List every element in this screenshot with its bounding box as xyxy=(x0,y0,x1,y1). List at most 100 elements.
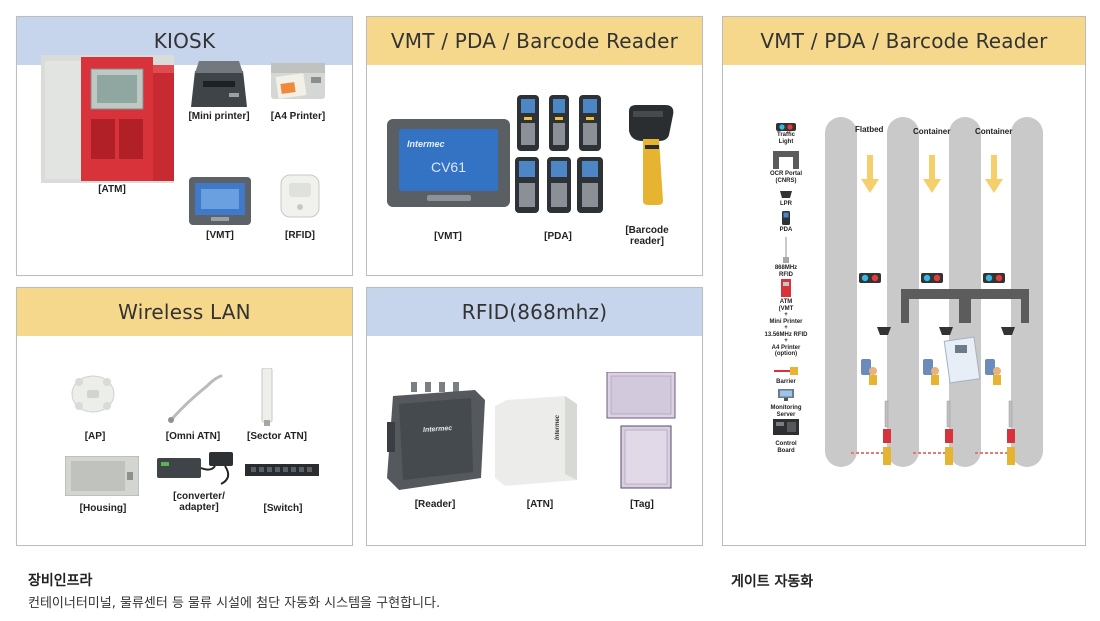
rfid-reader-image xyxy=(387,382,485,490)
legend-ocr-portal-line1: OCR Portal xyxy=(769,171,802,177)
vmt-brand-text: Intermec xyxy=(407,139,445,149)
gate-panel-title: VMT / PDA / Barcode Reader xyxy=(723,17,1085,65)
atm-label: [ATM] xyxy=(98,184,126,195)
rfid-antenna-device: Intermec xyxy=(493,396,579,486)
equipment-infra-title: 장비인프라 xyxy=(28,573,93,589)
equipment-infra-description: 컨테이너터미널, 물류센터 등 물류 시설에 첨단 자동화 시스템을 구현합니다… xyxy=(28,596,441,611)
rfid-antenna-icon xyxy=(783,237,789,263)
legend-atm-line3: + xyxy=(784,312,788,318)
network-switch-image xyxy=(245,464,319,476)
atm-image xyxy=(41,55,174,183)
lane-arrows xyxy=(851,155,1029,465)
lane-traffic-lights xyxy=(859,273,1005,283)
legend-control-board-line1: Control xyxy=(775,441,797,447)
pda-label: [PDA] xyxy=(544,231,572,242)
legend-traffic-light-line2: Light xyxy=(778,138,794,145)
legend-rfid: 868MHz RFID xyxy=(756,265,816,278)
ocr-portal-icon xyxy=(773,151,799,169)
housing-label: [Housing] xyxy=(79,503,127,514)
switch-label: [Switch] xyxy=(263,503,303,514)
atm-kiosk-icon xyxy=(781,279,791,297)
converter-label-line1: [converter/ xyxy=(173,491,225,502)
vmt-image xyxy=(189,177,251,225)
barcode-reader-label-line1: [Barcode xyxy=(625,225,669,236)
mini-printer-image xyxy=(191,61,247,107)
rfid-label: [RFID] xyxy=(285,230,315,241)
gate-automation-title: 게이트 자동화 xyxy=(731,574,814,590)
legend-atm-line9: (option) xyxy=(774,351,798,357)
legend-monitoring-line2: Server xyxy=(776,411,796,418)
legend-atm-line1: ATM xyxy=(779,299,793,305)
sector-antenna-image xyxy=(261,368,273,426)
lane-label-container-2: Container xyxy=(975,127,1013,136)
rfid-antenna-brand-text: Intermec xyxy=(555,414,561,440)
vmt-pda-panel-title: VMT / PDA / Barcode Reader xyxy=(367,17,702,65)
legend-rfid-line1: 868MHz xyxy=(774,265,798,271)
legend-atm-line7: + xyxy=(784,338,788,344)
legend-barrier: Barrier xyxy=(776,379,796,385)
control-board-icon xyxy=(773,419,799,435)
housing-image xyxy=(65,456,139,496)
gate-legend: Traffic Light OCR Portal (CNRS) LPR PDA … xyxy=(756,119,816,469)
atn-label: [ATN] xyxy=(526,499,554,510)
barcode-reader-image xyxy=(629,105,674,205)
barcode-reader-label-line2: reader] xyxy=(630,236,664,247)
lpr-camera-icon xyxy=(780,191,792,198)
vmt-label: [VMT] xyxy=(206,230,234,241)
a4-printer-label: [A4 Printer] xyxy=(270,111,326,122)
barcode-reader-label: [Barcode reader] xyxy=(615,225,679,247)
legend-atm-line2: (VMT xyxy=(778,305,794,312)
ap-label: [AP] xyxy=(84,431,106,442)
barrier-icon xyxy=(774,367,798,375)
rfid-panel-title: RFID(868mhz) xyxy=(367,288,702,336)
a4-printer-image xyxy=(271,63,325,99)
pda-devices-image xyxy=(515,95,603,213)
down-arrow-icon xyxy=(985,155,1003,193)
sector-atn-label: [Sector ATN] xyxy=(247,431,307,442)
legend-atm-line8: A4 Printer xyxy=(771,344,801,351)
legend-pda: PDA xyxy=(779,227,793,233)
legend-lpr: LPR xyxy=(780,201,792,207)
traffic-light-icon xyxy=(776,123,796,131)
rfid-image xyxy=(280,174,320,218)
down-arrow-icon xyxy=(861,155,879,193)
legend-atm-line5: + xyxy=(784,325,788,331)
legend-monitoring: Monitoring Server xyxy=(756,405,816,418)
rfid-tags-image xyxy=(606,372,676,489)
legend-atm-line4: Mini Printer xyxy=(769,318,803,325)
legend-monitoring-line1: Monitoring xyxy=(770,405,802,411)
legend-ocr-portal: OCR Portal (CNRS) xyxy=(756,171,816,184)
vmt-device: Intermec CV61 xyxy=(387,119,510,207)
omni-atn-label: [Omni ATN] xyxy=(165,431,221,442)
access-point-image xyxy=(71,375,115,413)
vmt-device-base xyxy=(427,195,471,201)
monitoring-server-icon xyxy=(778,389,794,401)
wireless-lan-panel-title: Wireless LAN xyxy=(17,288,352,336)
wireless-lan-panel: Wireless LAN [AP] [Omni ATN] [Sector ATN… xyxy=(16,287,353,546)
rfid-panel: RFID(868mhz) Intermec [Reader] Intermec … xyxy=(366,287,703,546)
reader-label: [Reader] xyxy=(414,499,456,510)
lane-label-flatbed: Flatbed xyxy=(855,125,884,134)
vmt-model-text: CV61 xyxy=(430,159,467,175)
down-arrow-icon xyxy=(923,155,941,193)
omni-antenna-image xyxy=(168,374,223,423)
converter-label-line2: adapter] xyxy=(179,502,219,513)
legend-rfid-line2: RFID xyxy=(779,271,793,278)
mini-printer-label: [Mini printer] xyxy=(188,111,250,122)
lane-flatbed xyxy=(825,117,857,467)
legend-traffic-light-line1: Traffic xyxy=(776,132,795,138)
legend-atm-line6: 13.56MHz RFID xyxy=(764,331,808,338)
legend-atm: ATM (VMT + Mini Printer + 13.56MHz RFID … xyxy=(756,299,816,358)
gate-panel: VMT / PDA / Barcode Reader Traffic Light… xyxy=(722,16,1086,546)
pda-icon xyxy=(782,211,790,225)
ocr-portals xyxy=(901,289,1029,323)
kiosk-panel: KIOSK [ATM] [Mini printer] [A4 Printer] … xyxy=(16,16,353,276)
rfid-reader-device: Intermec xyxy=(385,382,487,492)
converter-adapter-image xyxy=(157,452,233,485)
vmt-pda-panel: VMT / PDA / Barcode Reader Intermec CV61… xyxy=(366,16,703,276)
converter-adapter-label: [converter/ adapter] xyxy=(159,491,239,513)
rfid-antenna-image xyxy=(495,396,577,486)
legend-ocr-portal-line2: (CNRS) xyxy=(775,177,797,184)
legend-traffic-light: Traffic Light xyxy=(756,132,816,145)
vmt-device-screen: Intermec CV61 xyxy=(399,129,498,191)
